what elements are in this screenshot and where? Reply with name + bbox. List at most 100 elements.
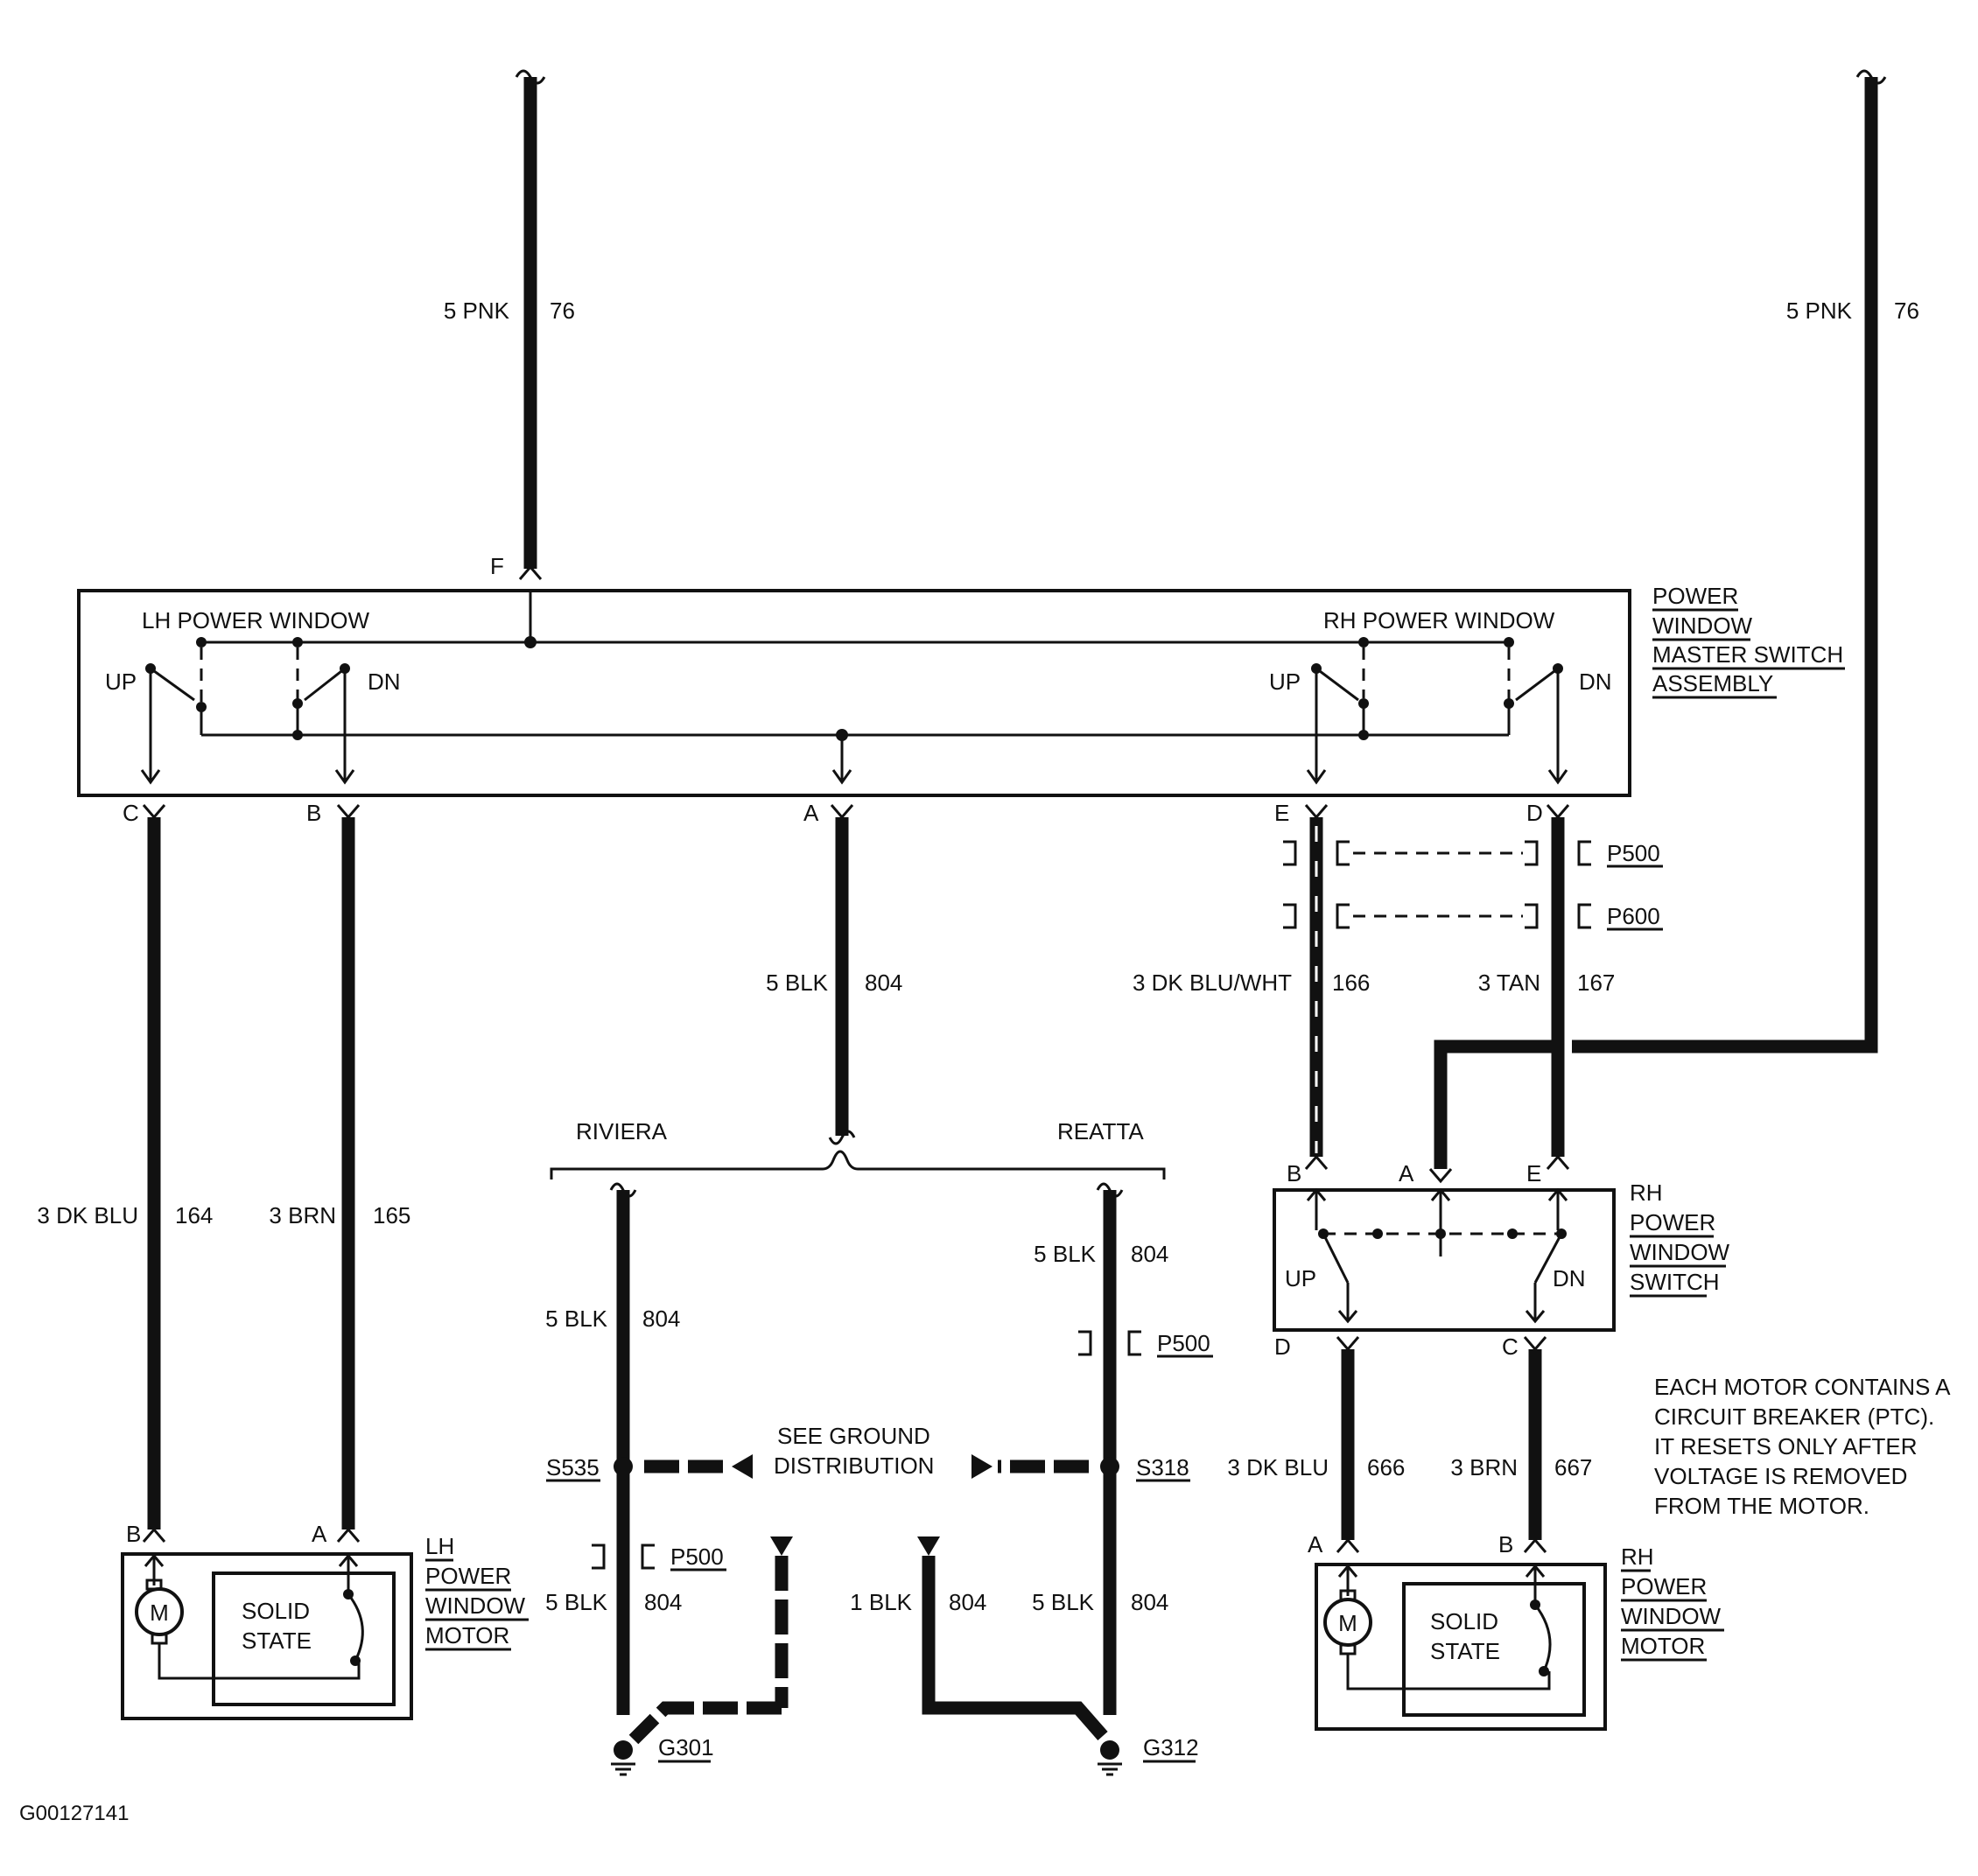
svg-text:POWER: POWER xyxy=(1630,1209,1715,1236)
master-pin-b-label: B xyxy=(306,800,321,826)
svg-text:LH: LH xyxy=(425,1533,454,1559)
rh-motor-title: RH POWER WINDOW MOTOR xyxy=(1621,1544,1724,1662)
svg-text:MOTOR: MOTOR xyxy=(1621,1633,1705,1659)
svg-text:A: A xyxy=(1308,1531,1323,1558)
svg-text:VOLTAGE IS REMOVED: VOLTAGE IS REMOVED xyxy=(1654,1463,1907,1489)
svg-text:STATE: STATE xyxy=(1430,1638,1500,1664)
rh-power-window-motor: A B M SOLID STATE RH POWER WINDOW MOTOR xyxy=(1308,1531,1724,1731)
svg-text:3 DK BLU: 3 DK BLU xyxy=(37,1202,138,1228)
feed-left-circuit-label: 76 xyxy=(550,298,575,324)
rh-switch-title: RH POWER WINDOW SWITCH xyxy=(1630,1180,1730,1298)
circuit-breaker-note: EACH MOTOR CONTAINS A CIRCUIT BREAKER (P… xyxy=(1654,1374,1951,1519)
rh-dn-label: DN xyxy=(1579,668,1612,695)
svg-text:667: 667 xyxy=(1554,1454,1592,1480)
wire-rh-motor-c: 3 BRN 667 xyxy=(1450,1336,1592,1553)
svg-text:666: 666 xyxy=(1367,1454,1405,1480)
svg-text:SOLID: SOLID xyxy=(242,1598,310,1624)
svg-text:ASSEMBLY: ASSEMBLY xyxy=(1652,670,1773,696)
ground-distribution-note: SEE GROUND DISTRIBUTION xyxy=(774,1423,934,1479)
svg-text:SEE GROUND: SEE GROUND xyxy=(777,1423,930,1449)
svg-text:3 BRN: 3 BRN xyxy=(269,1202,336,1228)
svg-text:POWER: POWER xyxy=(1621,1573,1707,1600)
svg-text:B: B xyxy=(1498,1531,1513,1558)
svg-text:WINDOW: WINDOW xyxy=(1621,1603,1722,1629)
svg-text:MASTER SWITCH: MASTER SWITCH xyxy=(1652,641,1843,668)
feed-left-gauge-label: 5 PNK xyxy=(444,298,510,324)
svg-text:B: B xyxy=(1287,1160,1301,1186)
svg-text:164: 164 xyxy=(175,1202,213,1228)
wire-rh-motor-d: 3 DK BLU 666 xyxy=(1227,1336,1405,1553)
svg-text:P600: P600 xyxy=(1607,903,1660,929)
wire-rh-e: 3 DK BLU/WHT 166 xyxy=(1133,804,1370,1170)
master-switch-assembly: LH POWER WINDOW RH POWER WINDOW UP DN xyxy=(77,583,1845,797)
svg-text:5 BLK: 5 BLK xyxy=(766,970,828,996)
diagram-id-label: G00127141 xyxy=(19,1802,129,1825)
svg-text:E: E xyxy=(1526,1160,1541,1186)
svg-text:POWER: POWER xyxy=(1652,583,1738,609)
svg-text:WINDOW: WINDOW xyxy=(1652,612,1753,639)
svg-text:EACH MOTOR CONTAINS A: EACH MOTOR CONTAINS A xyxy=(1654,1374,1951,1400)
feed-right-gauge-label: 5 PNK xyxy=(1786,298,1853,324)
ground-g312-label: G312 xyxy=(1143,1734,1199,1760)
feed-wire-right: 5 PNK 76 xyxy=(1434,69,1919,1169)
master-pin-c-label: C xyxy=(123,800,139,826)
svg-text:3 DK BLU/WHT: 3 DK BLU/WHT xyxy=(1133,970,1292,996)
svg-text:804: 804 xyxy=(644,1589,682,1615)
wire-lh-b: 3 BRN 165 xyxy=(269,804,410,1543)
svg-text:SOLID: SOLID xyxy=(1430,1608,1498,1634)
svg-text:UP: UP xyxy=(1285,1265,1316,1292)
lh-motor-title: LH POWER WINDOW MOTOR xyxy=(425,1533,529,1651)
rh-switch-pin-c-label: C xyxy=(1502,1334,1519,1360)
rh-switch-pin-d-label: D xyxy=(1274,1334,1291,1360)
master-pin-a-label: A xyxy=(803,800,819,826)
svg-text:WINDOW: WINDOW xyxy=(1630,1239,1730,1265)
svg-text:DN: DN xyxy=(1553,1265,1586,1292)
svg-text:P500: P500 xyxy=(670,1544,724,1570)
svg-text:A: A xyxy=(1399,1160,1414,1186)
svg-text:A: A xyxy=(312,1521,327,1547)
svg-text:3 DK BLU: 3 DK BLU xyxy=(1227,1454,1329,1480)
svg-text:P500: P500 xyxy=(1607,840,1660,866)
reatta-label: REATTA xyxy=(1057,1118,1144,1144)
master-pin-d-label: D xyxy=(1526,800,1543,826)
svg-text:3 TAN: 3 TAN xyxy=(1478,970,1540,996)
master-switch-title: POWER WINDOW MASTER SWITCH ASSEMBLY xyxy=(1652,583,1845,699)
master-pin-f-label: F xyxy=(490,553,504,579)
svg-text:MOTOR: MOTOR xyxy=(425,1622,509,1648)
svg-text:POWER: POWER xyxy=(425,1563,511,1589)
svg-text:804: 804 xyxy=(865,970,902,996)
svg-text:3 BRN: 3 BRN xyxy=(1450,1454,1518,1480)
riviera-label: RIVIERA xyxy=(576,1118,668,1144)
reatta-ground-circuit: 5 BLK 804 P500 S318 5 BLK 804 1 BLK 804 … xyxy=(850,1182,1213,1776)
wire-rh-d: 3 TAN 167 xyxy=(1478,804,1615,1170)
feed-right-circuit-label: 76 xyxy=(1894,298,1919,324)
riviera-ground-circuit: 5 BLK 804 S535 P500 5 BLK 804 G301 xyxy=(545,1182,793,1776)
svg-text:RH: RH xyxy=(1621,1544,1654,1570)
svg-text:IT RESETS ONLY AFTER: IT RESETS ONLY AFTER xyxy=(1654,1433,1918,1460)
lh-up-label: UP xyxy=(105,668,137,695)
connector-p600-rh: P600 xyxy=(1283,903,1663,931)
svg-text:167: 167 xyxy=(1577,970,1615,996)
svg-text:STATE: STATE xyxy=(242,1628,312,1654)
svg-text:5 BLK: 5 BLK xyxy=(545,1589,607,1615)
master-pin-e-label: E xyxy=(1274,800,1289,826)
svg-text:804: 804 xyxy=(949,1589,986,1615)
svg-text:DISTRIBUTION: DISTRIBUTION xyxy=(774,1452,934,1479)
svg-text:M: M xyxy=(150,1600,169,1626)
svg-text:P500: P500 xyxy=(1157,1330,1210,1356)
svg-text:5 BLK: 5 BLK xyxy=(545,1306,607,1332)
svg-text:1 BLK: 1 BLK xyxy=(850,1589,912,1615)
svg-text:CIRCUIT BREAKER (PTC).: CIRCUIT BREAKER (PTC). xyxy=(1654,1404,1934,1430)
lh-power-window-label: LH POWER WINDOW xyxy=(142,607,369,634)
svg-text:166: 166 xyxy=(1332,970,1370,996)
svg-text:804: 804 xyxy=(1131,1241,1168,1267)
rh-power-window-switch: B A E UP DN RH POWER WINDOW SWI xyxy=(1273,1160,1730,1332)
wire-lh-c: 3 DK BLU 164 xyxy=(37,804,213,1543)
rh-power-window-label: RH POWER WINDOW xyxy=(1323,607,1555,634)
svg-text:M: M xyxy=(1338,1610,1357,1636)
svg-text:165: 165 xyxy=(373,1202,410,1228)
svg-text:SWITCH: SWITCH xyxy=(1630,1269,1720,1295)
svg-text:804: 804 xyxy=(1131,1589,1168,1615)
connector-p500-rh: P500 xyxy=(1283,840,1663,868)
